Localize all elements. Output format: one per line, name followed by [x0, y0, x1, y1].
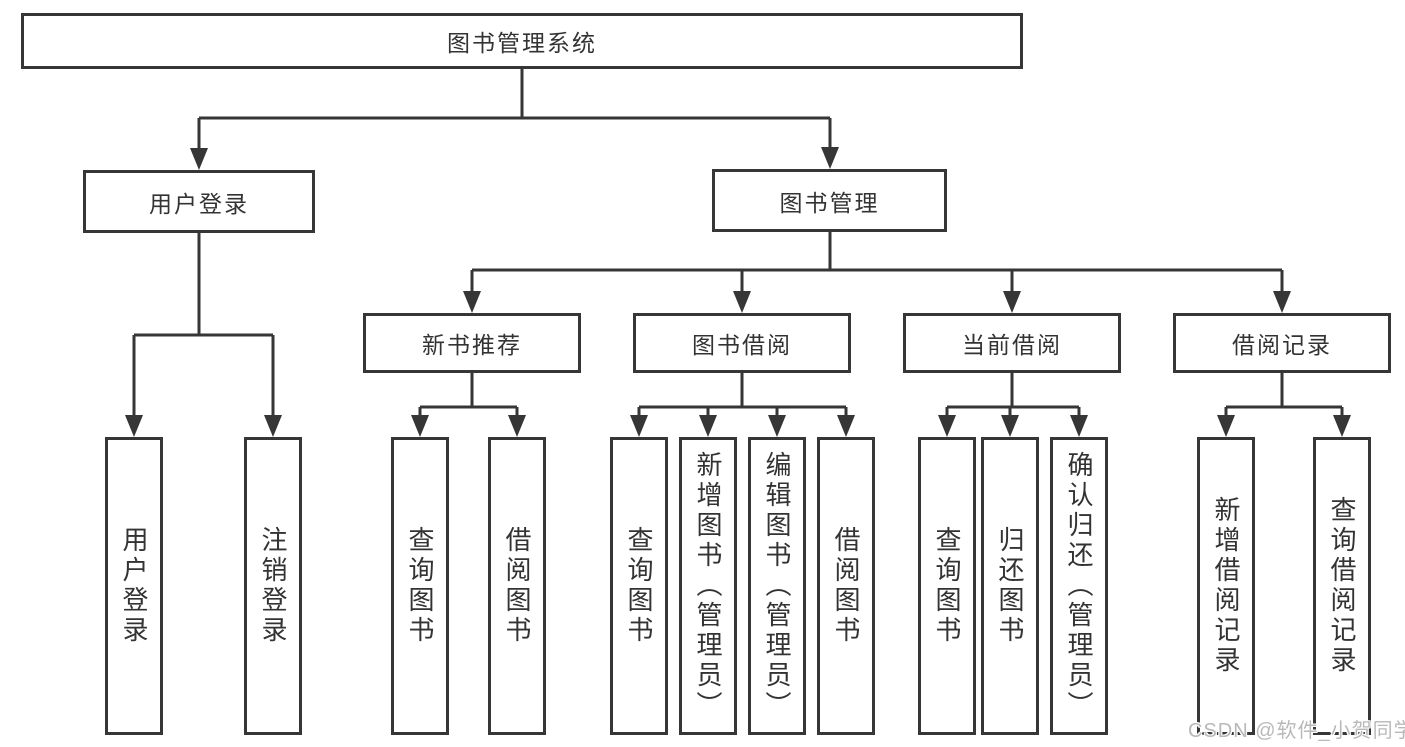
leaf-add-books-admin-label: 新增图书（管理员） — [693, 451, 723, 721]
connectors-borrow-records — [1217, 373, 1351, 437]
node-user-login-label: 用户登录 — [149, 190, 249, 217]
node-user-login: 用户登录 — [83, 170, 315, 233]
node-book-borrow: 图书借阅 — [633, 313, 851, 373]
leaf-edit-books-admin-label: 编辑图书（管理员） — [762, 451, 792, 721]
node-book-management-label: 图书管理 — [779, 189, 880, 216]
leaf-user-login: 用户登录 — [105, 437, 163, 735]
leaf-return-books-label: 归还图书 — [995, 526, 1025, 646]
connectors-user-login — [125, 233, 282, 437]
node-new-book-recommend-label: 新书推荐 — [422, 332, 522, 358]
node-borrow-records: 借阅记录 — [1173, 313, 1391, 373]
leaf-query-books-current: 查询图书 — [918, 437, 976, 735]
leaf-add-borrow-record: 新增借阅记录 — [1197, 437, 1255, 735]
leaf-borrow-books-label: 借阅图书 — [831, 526, 861, 646]
node-new-book-recommend: 新书推荐 — [363, 313, 581, 373]
leaf-edit-books-admin: 编辑图书（管理员） — [748, 437, 806, 735]
node-current-borrow-label: 当前借阅 — [962, 332, 1062, 358]
leaf-query-borrow-record-label: 查询借阅记录 — [1327, 496, 1357, 676]
leaf-borrow-books: 借阅图书 — [817, 437, 875, 735]
node-library-system: 图书管理系统 — [21, 13, 1023, 69]
leaf-query-books-borrow: 查询图书 — [610, 437, 668, 735]
leaf-query-books-recommend: 查询图书 — [391, 437, 449, 735]
node-library-system-label: 图书管理系统 — [447, 30, 597, 56]
leaf-logout-label: 注销登录 — [258, 526, 288, 646]
node-book-borrow-label: 图书借阅 — [692, 332, 792, 358]
leaf-confirm-return-admin: 确认归还（管理员） — [1050, 437, 1108, 735]
leaf-query-books-borrow-label: 查询图书 — [624, 526, 654, 646]
node-borrow-records-label: 借阅记录 — [1232, 332, 1332, 358]
leaf-return-books: 归还图书 — [981, 437, 1039, 735]
leaf-logout: 注销登录 — [244, 437, 302, 735]
leaf-query-books-current-label: 查询图书 — [932, 526, 962, 646]
node-book-management: 图书管理 — [712, 169, 947, 232]
leaf-query-books-recommend-label: 查询图书 — [405, 526, 435, 646]
node-current-borrow: 当前借阅 — [903, 313, 1121, 373]
csdn-watermark: CSDN @软件_小贺同学 — [1188, 720, 1405, 742]
connectors-root — [190, 69, 839, 170]
leaf-user-login-label: 用户登录 — [119, 526, 149, 646]
connectors-current-borrow — [938, 373, 1088, 437]
leaf-borrow-books-recommend-label: 借阅图书 — [502, 526, 532, 646]
connectors-new-book-recommend — [411, 373, 526, 437]
leaf-confirm-return-admin-label: 确认归还（管理员） — [1064, 451, 1094, 721]
connectors-book-management — [463, 232, 1291, 313]
leaf-query-borrow-record: 查询借阅记录 — [1313, 437, 1371, 735]
leaf-add-books-admin: 新增图书（管理员） — [679, 437, 737, 735]
connectors-book-borrow — [630, 373, 855, 437]
leaf-add-borrow-record-label: 新增借阅记录 — [1211, 496, 1241, 676]
leaf-borrow-books-recommend: 借阅图书 — [488, 437, 546, 735]
